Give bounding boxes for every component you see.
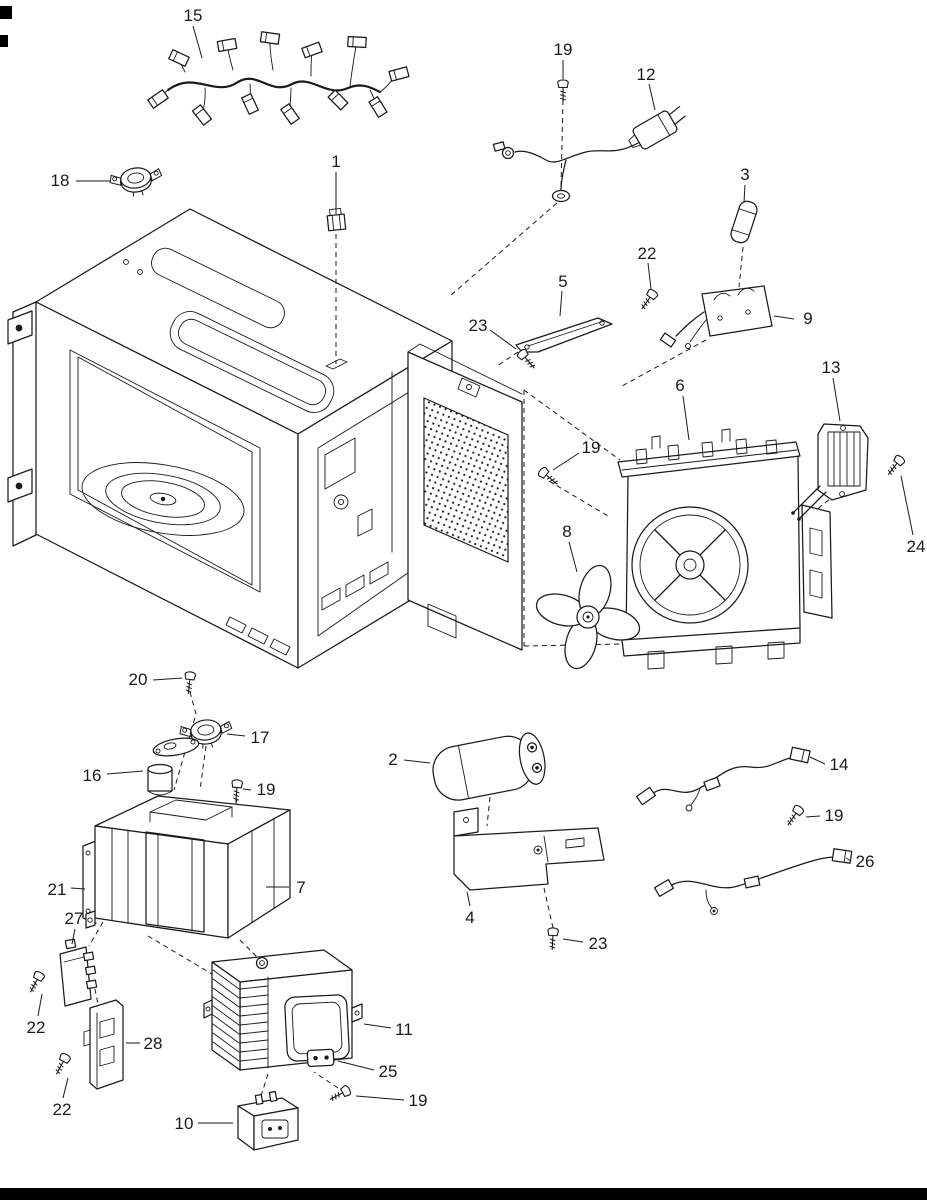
callout-8: 8 (562, 522, 571, 541)
cooling-fins (212, 969, 269, 1069)
screw-23-lower (546, 927, 560, 951)
callout-6: 6 (675, 376, 684, 395)
callout-14: 14 (830, 755, 849, 774)
callout-22-left-lower: 22 (53, 1100, 72, 1119)
screw-19-fan (536, 465, 562, 489)
screw-22-left-lower (51, 1051, 73, 1078)
callout-18: 18 (51, 171, 70, 190)
capacitor-bracket-4 (453, 807, 605, 891)
inlet-sleeve-16 (147, 737, 200, 796)
scan-bar-bottom (0, 1188, 927, 1200)
callout-26: 26 (856, 852, 875, 871)
screw-24 (883, 453, 907, 479)
wire-harness-26 (653, 848, 853, 915)
callout-19-top: 19 (554, 40, 573, 59)
thermostat-18 (107, 163, 165, 201)
bottom-slots (225, 616, 291, 656)
callout-9: 9 (803, 309, 812, 328)
power-cord-12 (492, 105, 686, 203)
callout-19-fan: 19 (582, 438, 601, 457)
fan-blade-8 (535, 564, 641, 670)
callout-21: 21 (48, 880, 67, 899)
interlock-switch-27 (59, 938, 98, 1007)
noise-filter-10 (237, 1090, 299, 1151)
scan-artifacts (0, 6, 927, 1200)
top-vents (123, 247, 348, 413)
callout-5: 5 (558, 272, 567, 291)
screw-19-top (557, 79, 569, 103)
screw-19-thermostat (230, 779, 244, 803)
stirrer-blade-5 (515, 317, 613, 353)
waveguide-grille (423, 397, 509, 563)
callout-4: 4 (465, 908, 474, 927)
fuse-holder-9 (659, 285, 773, 349)
clip-1 (326, 207, 347, 232)
screw-19-magnetron (326, 1083, 353, 1105)
screw-22-left-upper (25, 969, 47, 996)
callout-numbers: 15 19 12 18 1 3 22 5 23 9 13 6 19 8 24 2… (27, 6, 926, 1133)
callout-19-magnetron: 19 (409, 1091, 428, 1110)
callout-13: 13 (822, 358, 841, 377)
oven-cavity-chassis (7, 208, 523, 669)
filament-terminal-25 (306, 1048, 335, 1067)
transformer-7 (82, 795, 291, 939)
magnetron-11 (203, 949, 363, 1071)
callout-1: 1 (331, 152, 340, 171)
wire-harness-14 (635, 746, 811, 812)
turntable (81, 462, 245, 536)
callout-19-harness: 19 (825, 806, 844, 825)
callout-20: 20 (129, 670, 148, 689)
screw-20 (182, 670, 197, 696)
callout-3: 3 (740, 165, 749, 184)
cavity-back-wall-details (321, 371, 393, 611)
callout-23-upper: 23 (469, 316, 488, 335)
callout-11: 11 (395, 1020, 413, 1039)
callout-22-left-upper: 22 (27, 1018, 46, 1037)
callout-25: 25 (379, 1062, 398, 1081)
scan-mark-top-left-2 (0, 35, 8, 47)
wiring-harness-15 (147, 31, 410, 126)
screw-19-harness (783, 803, 806, 829)
switch-holder-28 (83, 999, 124, 1090)
capacitor-2 (432, 732, 546, 801)
callout-28: 28 (144, 1034, 163, 1053)
callout-16: 16 (83, 766, 102, 785)
callout-22-upper: 22 (638, 244, 657, 263)
callout-15: 15 (184, 6, 203, 25)
callout-7: 7 (296, 878, 305, 897)
screw-22-upper (637, 287, 660, 313)
callout-19-thermostat: 19 (257, 780, 276, 799)
callout-17: 17 (251, 728, 270, 747)
callout-24: 24 (907, 537, 926, 556)
callout-27: 27 (65, 909, 84, 928)
fuse-3 (730, 200, 758, 244)
callout-12: 12 (637, 65, 656, 84)
back-panel (407, 343, 523, 651)
callout-10: 10 (175, 1114, 194, 1133)
callout-23-lower: 23 (589, 934, 608, 953)
power-module-13 (791, 423, 869, 521)
harness-connectors (147, 31, 410, 126)
leader-lines (37, 25, 914, 1124)
callout-2: 2 (388, 750, 397, 769)
fan-mount-bracket-6 (617, 428, 833, 670)
scan-mark-top-left-1 (0, 6, 12, 19)
